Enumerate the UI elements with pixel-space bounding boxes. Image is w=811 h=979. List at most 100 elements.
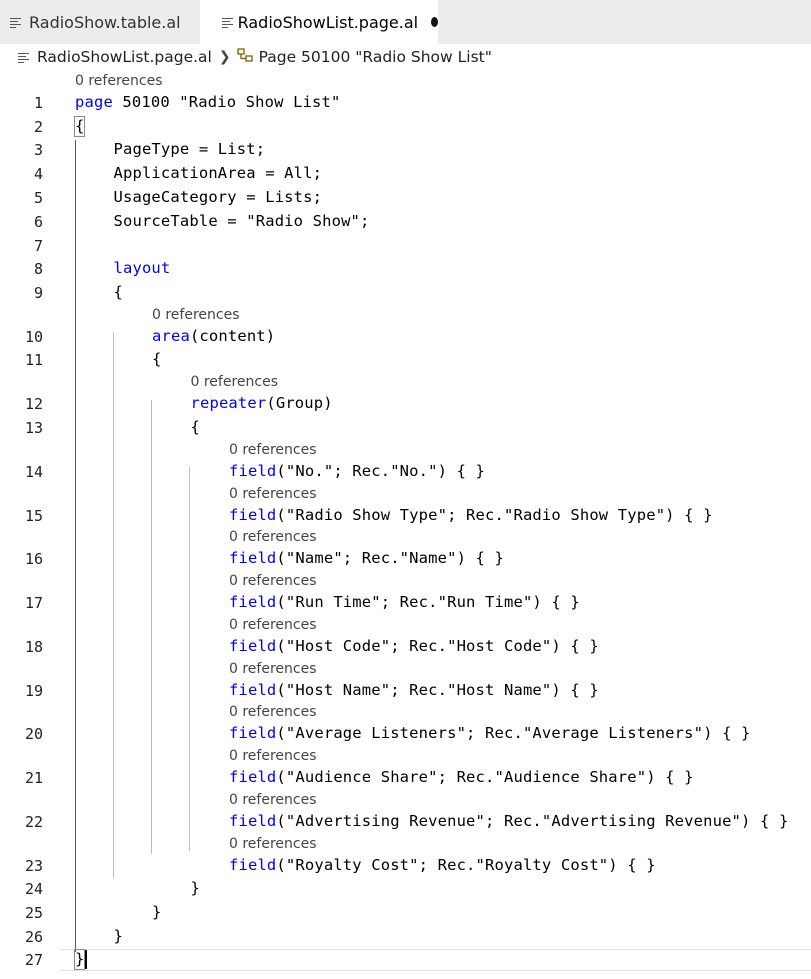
code-text: { <box>152 350 162 368</box>
code-text: } <box>113 927 123 945</box>
code-lens-references[interactable]: 0 references <box>229 529 317 545</box>
code-text: ("Name"; Rec."Name") { } <box>276 549 504 567</box>
indent-guide <box>151 400 152 854</box>
code-text: ("Advertising Revenue"; Rec."Advertising… <box>276 812 789 830</box>
line-number: 25 <box>24 904 43 922</box>
line-number: 23 <box>24 857 43 875</box>
breadcrumb-symbol[interactable]: Page 50100 "Radio Show List" <box>258 48 492 66</box>
code-text: SourceTable = "Radio Show"; <box>113 212 370 230</box>
code-text: ApplicationArea = All; <box>113 164 323 182</box>
keyword-token: field <box>229 593 277 611</box>
code-lens-references[interactable]: 0 references <box>229 486 317 502</box>
line-number: 6 <box>33 213 43 231</box>
code-line[interactable]: UsageCategory = Lists; <box>114 188 323 206</box>
code-line[interactable]: area(content) <box>152 327 275 345</box>
keyword-token: repeater <box>190 394 267 412</box>
line-number: 20 <box>24 725 43 743</box>
code-text: ("No."; Rec."No.") { } <box>276 462 486 480</box>
code-line[interactable]: field("Name"; Rec."Name") { } <box>229 549 504 567</box>
keyword-token: layout <box>113 259 171 277</box>
code-lens-references[interactable]: 0 references <box>229 748 317 764</box>
code-line[interactable]: page 50100 "Radio Show List" <box>75 93 341 111</box>
current-line-highlight <box>60 949 811 971</box>
keyword-token: page <box>75 93 113 111</box>
bracket-match-highlight <box>74 116 85 137</box>
code-lens-references[interactable]: 0 references <box>229 704 317 720</box>
line-number: 14 <box>24 463 43 481</box>
code-line[interactable]: { <box>75 117 84 135</box>
code-lens-references[interactable]: 0 references <box>152 307 240 323</box>
line-number: 22 <box>24 813 43 831</box>
indent-guide <box>75 140 76 952</box>
code-editor[interactable]: 0 references 1 page 50100 "Radio Show List… <box>0 70 811 979</box>
indent-guide <box>189 467 190 851</box>
line-number: 5 <box>33 189 43 207</box>
line-number: 1 <box>33 94 43 112</box>
code-lens-references[interactable]: 0 references <box>229 836 317 852</box>
line-number: 17 <box>24 594 43 612</box>
code-text: (Group) <box>266 394 333 412</box>
code-line[interactable]: field("Royalty Cost"; Rec."Royalty Cost"… <box>229 856 656 874</box>
code-text: ("Host Name"; Rec."Host Name") { } <box>276 681 599 699</box>
code-lens-references[interactable]: 0 references <box>75 73 163 89</box>
code-lens-references[interactable]: 0 references <box>229 442 317 458</box>
code-text: ("Audience Share"; Rec."Audience Share")… <box>276 768 694 786</box>
code-text: UsageCategory = Lists; <box>113 188 323 206</box>
bracket-match-highlight <box>74 949 85 970</box>
tab-radioshowlist-page[interactable]: RadioShowList.page.al <box>200 0 438 44</box>
tab-radioshow-table[interactable]: RadioShow.table.al <box>0 0 200 44</box>
code-lens-references[interactable]: 0 references <box>229 792 317 808</box>
keyword-token: area <box>152 327 190 345</box>
breadcrumb: RadioShowList.page.al ❯ Page 50100 "Radi… <box>18 45 492 69</box>
keyword-token: field <box>229 724 277 742</box>
line-number: 11 <box>24 351 43 369</box>
code-line[interactable]: field("Run Time"; Rec."Run Time") { } <box>229 593 580 611</box>
keyword-token: field <box>229 768 277 786</box>
indent-guide <box>113 332 114 878</box>
code-line[interactable]: field("Host Name"; Rec."Host Name") { } <box>229 681 599 699</box>
code-line[interactable]: { <box>114 283 123 301</box>
code-line[interactable]: field("Host Code"; Rec."Host Code") { } <box>229 637 599 655</box>
code-text: ("Radio Show Type"; Rec."Radio Show Type… <box>276 506 713 524</box>
file-lines-icon <box>10 17 21 28</box>
code-text: (content) <box>189 327 276 345</box>
tab-label: RadioShow.table.al <box>29 12 181 32</box>
code-line[interactable]: field("No."; Rec."No.") { } <box>229 462 485 480</box>
code-line[interactable]: field("Average Listeners"; Rec."Average … <box>229 724 751 742</box>
tab-label: RadioShowList.page.al <box>237 12 419 32</box>
code-line[interactable]: field("Advertising Revenue"; Rec."Advert… <box>229 812 788 830</box>
code-line[interactable]: { <box>152 350 161 368</box>
file-lines-icon <box>222 17 233 28</box>
code-line[interactable]: } <box>152 903 161 921</box>
code-line[interactable]: layout <box>114 259 171 277</box>
code-lens-references[interactable]: 0 references <box>229 573 317 589</box>
code-text: 50100 "Radio Show List" <box>112 93 341 111</box>
code-text: } <box>190 879 200 897</box>
line-number: 2 <box>33 118 43 136</box>
line-number: 27 <box>24 951 43 969</box>
code-line[interactable]: } <box>191 879 200 897</box>
unsaved-dot-icon[interactable] <box>431 17 438 27</box>
code-line[interactable]: field("Radio Show Type"; Rec."Radio Show… <box>229 506 713 524</box>
code-line[interactable]: } <box>114 927 123 945</box>
code-lens-references[interactable]: 0 references <box>229 661 317 677</box>
code-line[interactable]: { <box>191 418 200 436</box>
code-text: { <box>190 418 200 436</box>
code-line[interactable]: PageType = List; <box>114 140 266 158</box>
code-line[interactable]: } <box>75 950 84 968</box>
code-text: ("Host Code"; Rec."Host Code") { } <box>276 637 599 655</box>
code-line[interactable]: field("Audience Share"; Rec."Audience Sh… <box>229 768 694 786</box>
breadcrumb-file[interactable]: RadioShowList.page.al <box>37 48 212 66</box>
code-lens-references[interactable]: 0 references <box>190 374 279 390</box>
line-number: 18 <box>24 638 43 656</box>
code-line[interactable]: SourceTable = "Radio Show"; <box>114 212 370 230</box>
code-line[interactable]: ApplicationArea = All; <box>114 164 323 182</box>
line-number: 15 <box>24 507 43 525</box>
keyword-token: field <box>229 462 277 480</box>
line-number: 16 <box>24 550 43 568</box>
code-lens-references[interactable]: 0 references <box>229 617 317 633</box>
code-text: } <box>152 903 162 921</box>
code-line[interactable]: repeater(Group) <box>191 394 333 412</box>
line-number: 19 <box>24 682 43 700</box>
file-lines-icon <box>18 52 29 63</box>
